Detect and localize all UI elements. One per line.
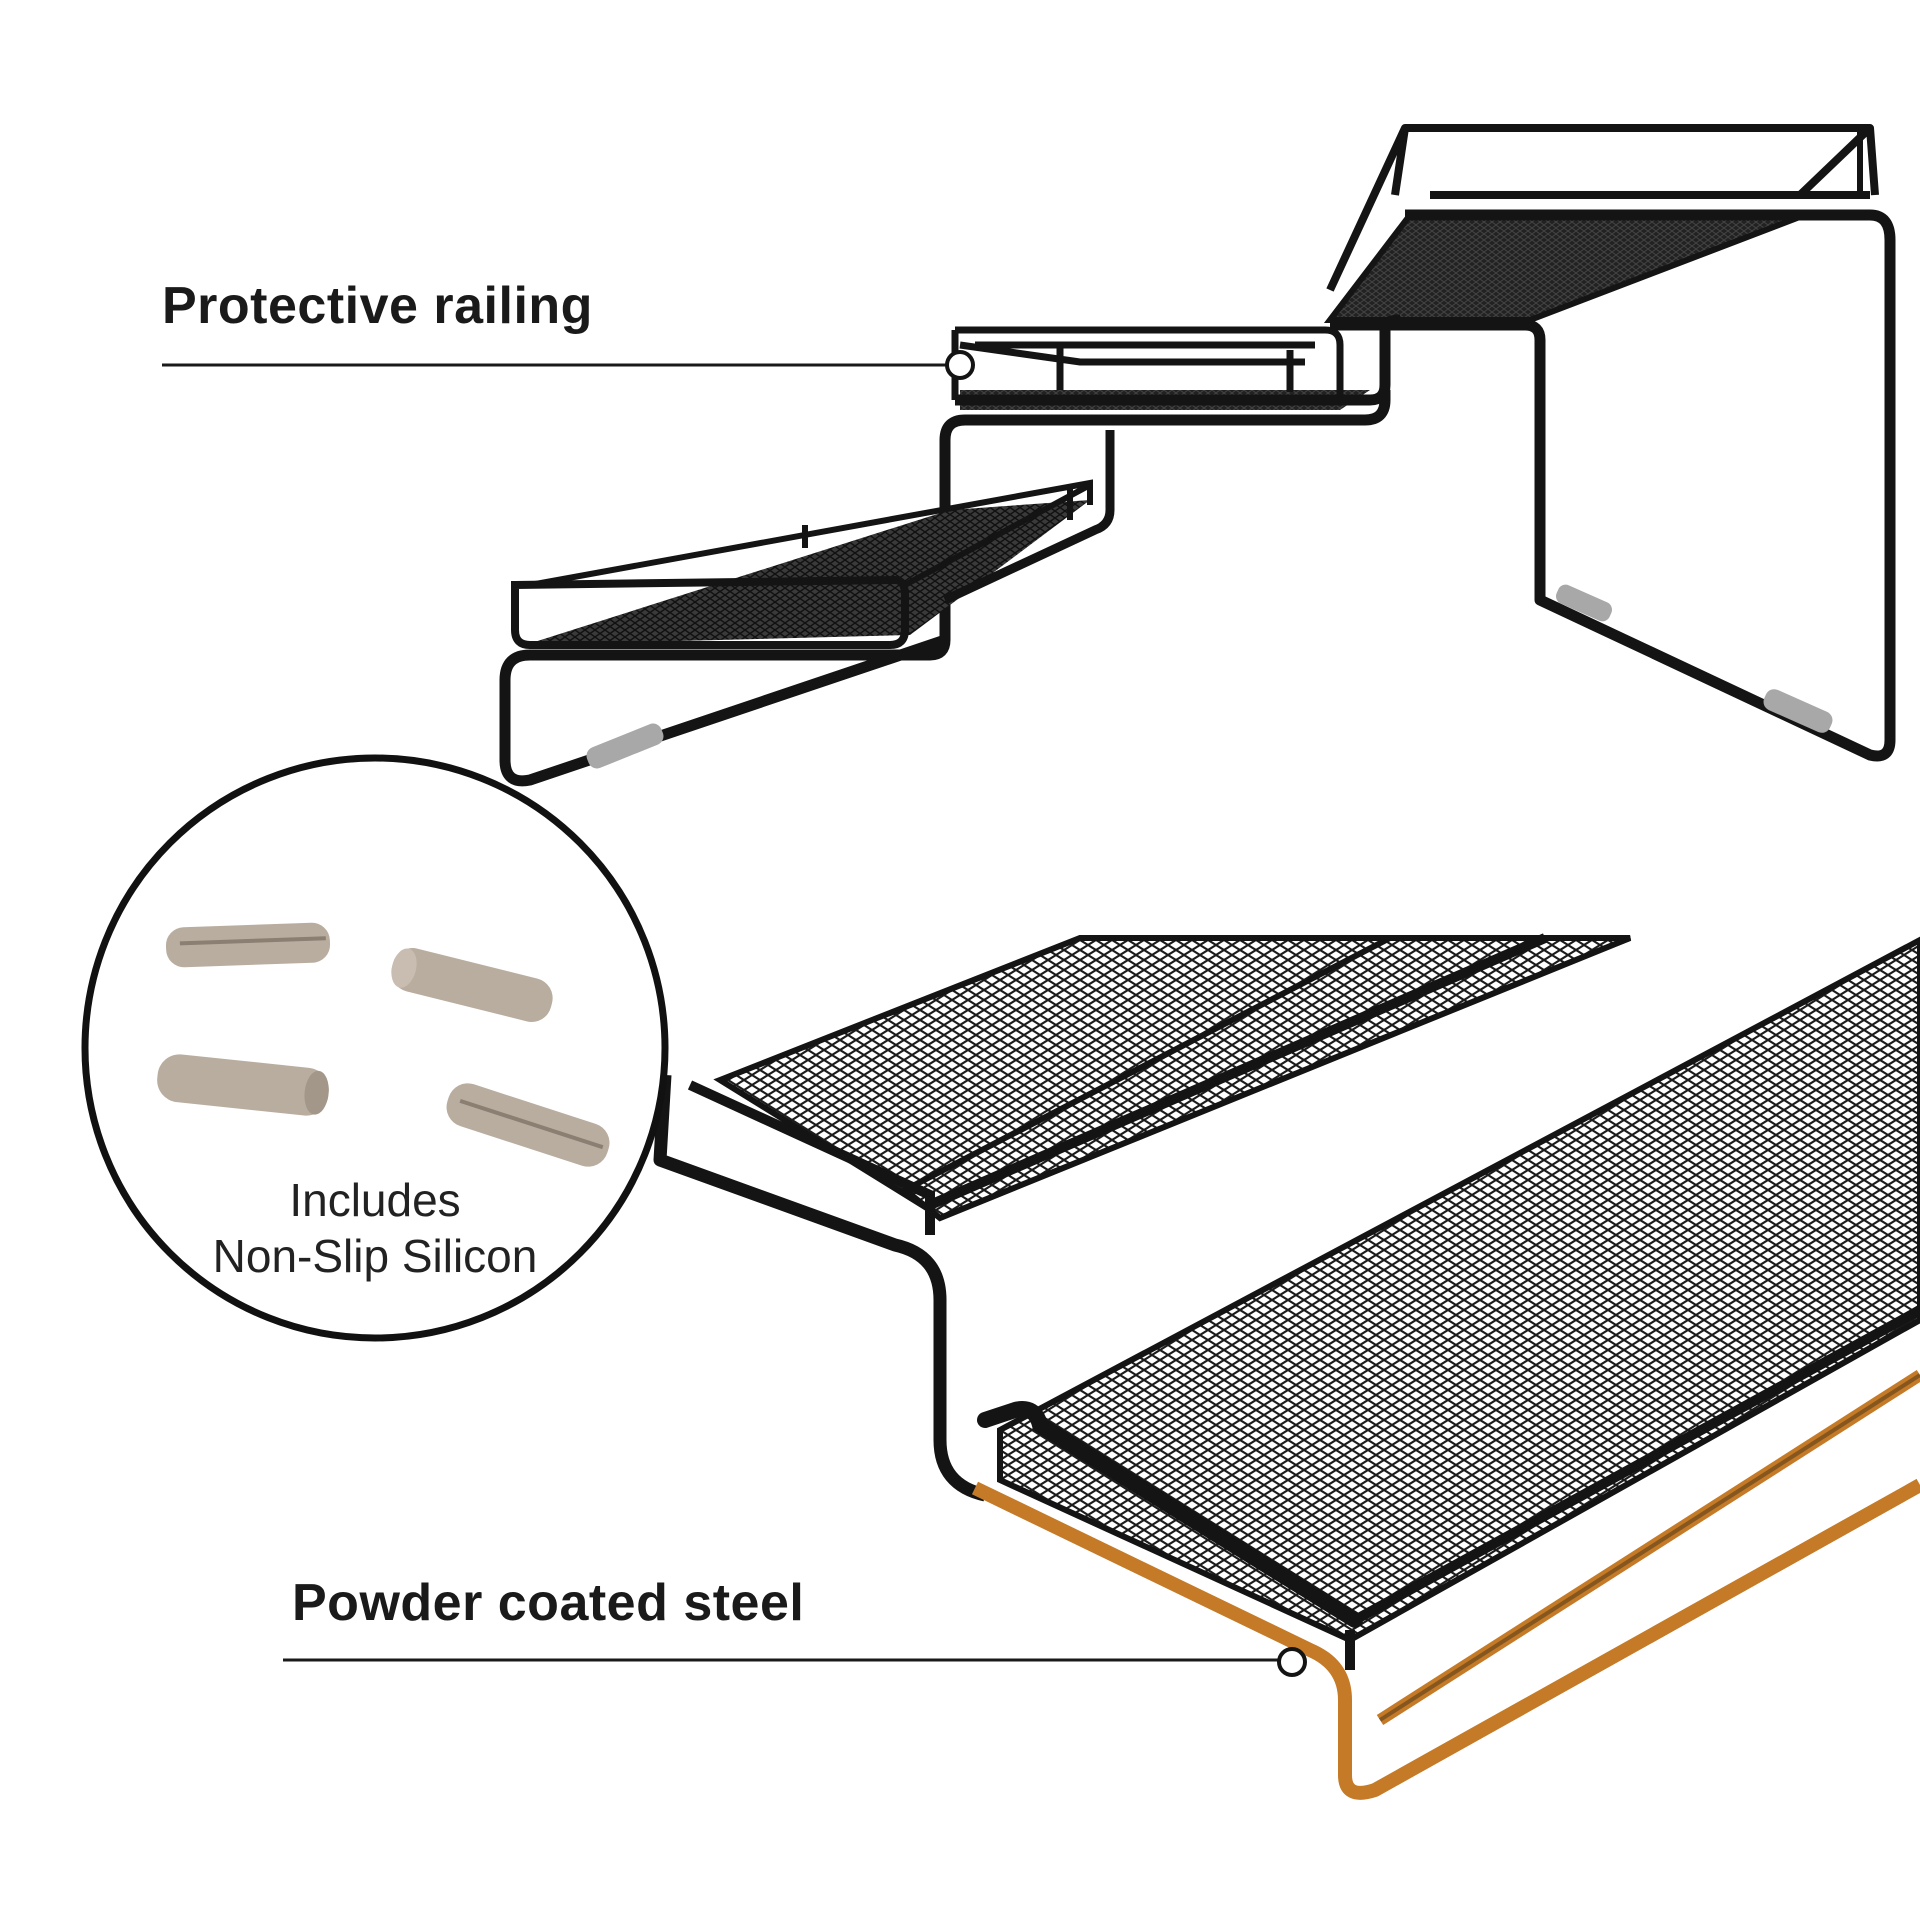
leader-dot-icon <box>1277 1647 1307 1677</box>
badge-text-line1: Includes <box>289 1174 461 1226</box>
right-foot-pad-2 <box>1763 689 1833 733</box>
powder-coated-steel-label: Powder coated steel <box>292 1574 805 1632</box>
circle-badge-icon <box>81 754 669 1342</box>
top-shelf-panel <box>1323 212 1807 323</box>
left-foot-pad <box>586 723 664 769</box>
right-leg-frame <box>1330 209 1896 762</box>
silicon-pads-badge <box>81 754 669 1342</box>
step-frame-upper <box>499 390 1391 787</box>
lower-mesh-tier <box>997 936 1920 1644</box>
silicon-pad-2 <box>391 948 553 1022</box>
silicon-pad-1 <box>165 922 331 968</box>
right-foot-pad-1 <box>1556 584 1612 622</box>
closeup-shelf <box>637 933 1920 1800</box>
bottom-shelf-panel <box>525 500 1090 645</box>
silicon-pad-4 <box>446 1083 610 1167</box>
bottom-railing <box>511 575 909 649</box>
top-railing <box>1326 124 1879 292</box>
badge-text-line2: Non-Slip Silicon <box>212 1230 538 1282</box>
three-tier-shelf <box>499 124 1896 787</box>
powder-coated-steel-callout <box>283 1647 1307 1677</box>
middle-railing <box>951 326 1344 400</box>
silicon-pad-3 <box>157 1054 329 1116</box>
protective-railing-callout <box>162 350 975 380</box>
protective-railing-label: Protective railing <box>162 277 593 335</box>
leader-dot-icon <box>945 350 975 380</box>
powder-coat-accent-frame <box>971 1478 1920 1800</box>
